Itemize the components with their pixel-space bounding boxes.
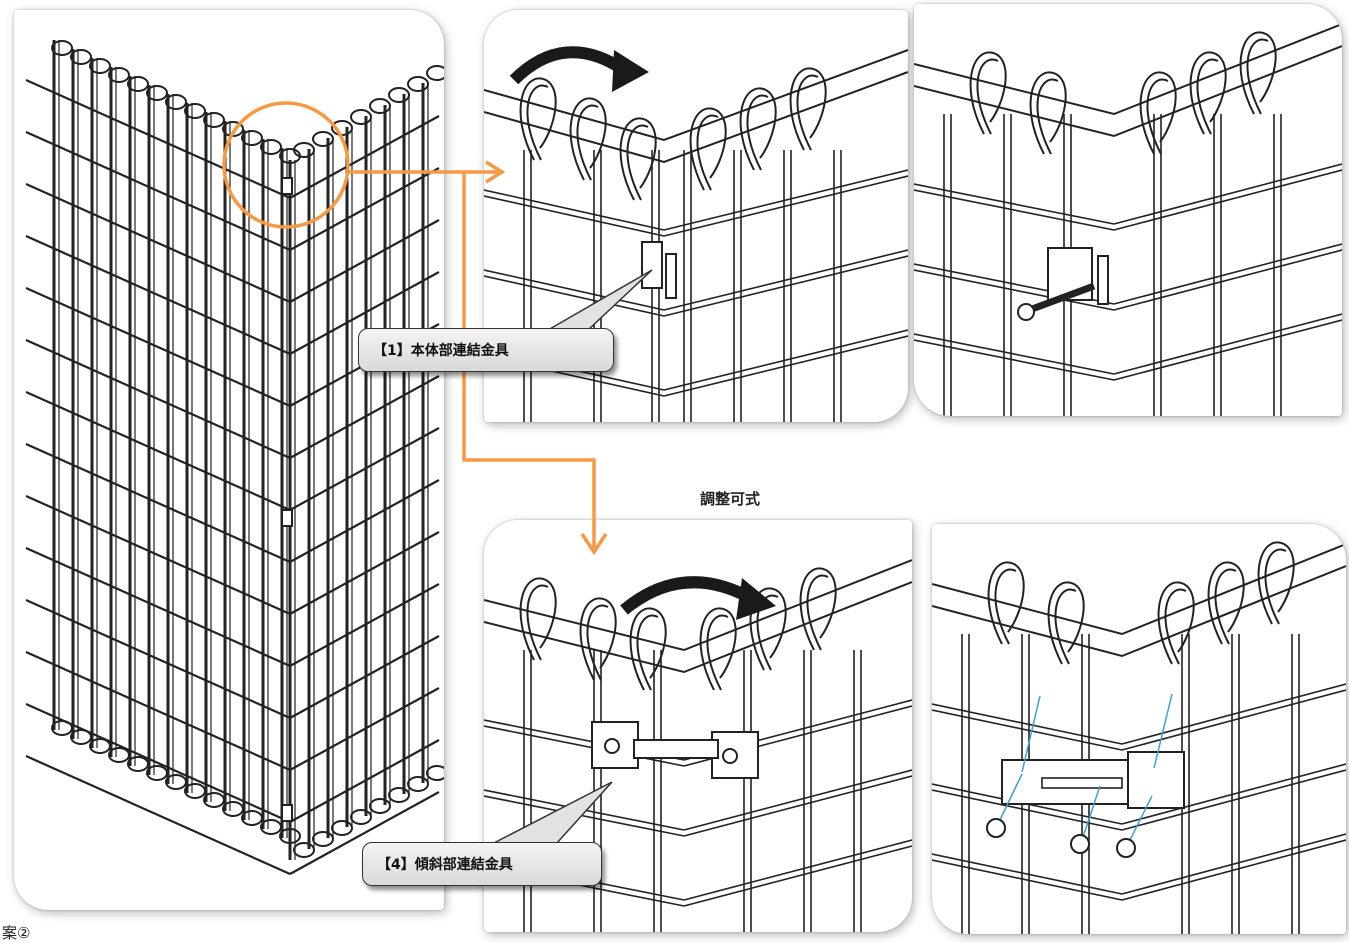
fence-wires xyxy=(932,543,1346,934)
adjust-slot xyxy=(1041,777,1123,789)
bolt-head xyxy=(1017,303,1035,321)
bolt-guide-lines xyxy=(997,693,1173,845)
fence-corner-illustration xyxy=(25,40,444,876)
body-connector-plate xyxy=(665,253,677,299)
connector-clamp xyxy=(1097,255,1109,305)
wire-hooks xyxy=(519,67,827,201)
wire-hooks xyxy=(969,31,1277,155)
slope-bolt-left xyxy=(604,738,620,754)
rotate-arrow-icon xyxy=(509,46,628,85)
plan-note: 案② xyxy=(2,924,31,942)
slope-connector-callout: 【4】傾斜部連結金具 xyxy=(362,842,602,886)
body-connector-detail-panel xyxy=(914,4,1342,416)
rotate-arrow-head xyxy=(612,50,649,92)
body-connector-detail-illustration xyxy=(914,23,1342,416)
rotate-arrow-icon xyxy=(620,576,757,615)
slope-connector-link xyxy=(633,739,719,759)
bolt-head-3 xyxy=(1116,838,1136,858)
body-connector-bracket xyxy=(641,241,663,289)
slope-connector-label: 【4】傾斜部連結金具 xyxy=(377,857,513,873)
fence-mesh xyxy=(25,40,444,876)
connector-bolt xyxy=(1022,282,1096,316)
adjustable-type-label: 調整可式 xyxy=(700,490,761,508)
wire-hooks xyxy=(519,567,837,691)
body-connector-callout: 【1】本体部連結金具 xyxy=(358,328,614,372)
slope-connector-detail-illustration xyxy=(932,541,1346,934)
slope-connector-detail-panel xyxy=(932,524,1346,934)
body-connector-label: 【1】本体部連結金具 xyxy=(373,343,509,359)
bolt-head-2 xyxy=(1070,834,1090,854)
fence-corner-overview-panel xyxy=(14,10,444,910)
bolt-head-1 xyxy=(986,818,1006,838)
slope-bolt-right xyxy=(722,748,738,764)
wire-hooks xyxy=(987,541,1295,665)
rotate-arrow-head xyxy=(736,578,776,620)
